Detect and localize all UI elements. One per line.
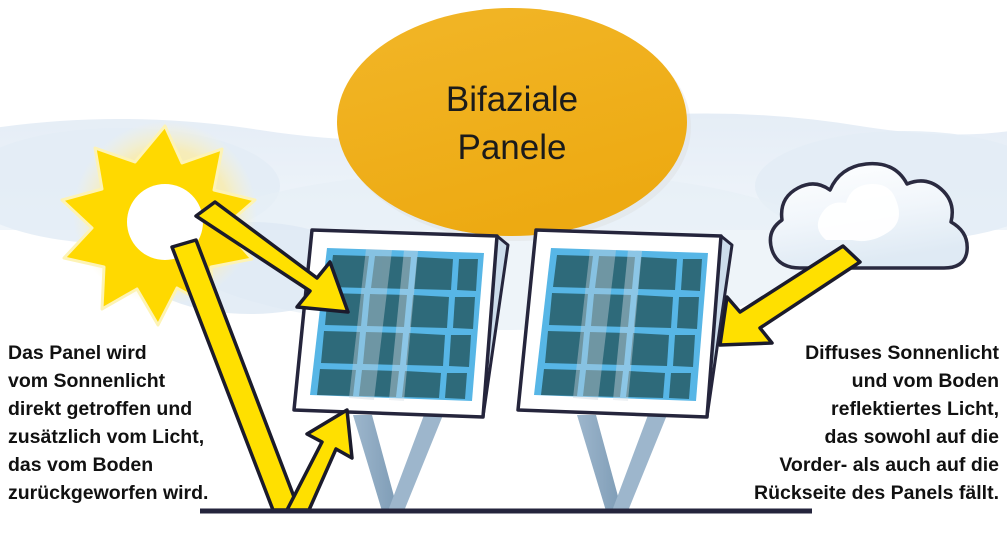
sun-core — [127, 184, 203, 260]
support-leg-left-b — [388, 415, 443, 511]
panel-supports — [353, 415, 667, 511]
support-leg-left-a — [353, 415, 398, 511]
solar-panel-right[interactable] — [516, 228, 734, 419]
arrow-cloud-to-panel — [718, 244, 862, 347]
right-caption-line-5: Vorder- als auch auf die — [779, 454, 999, 476]
right-caption-line-1: Diffuses Sonnenlicht — [805, 342, 999, 364]
panel-right-reflection — [573, 249, 642, 401]
arrow-sun-to-front — [194, 200, 350, 314]
arrow-ground-reflect-to-panel — [285, 408, 354, 512]
right-caption: Diffuses Sonnenlicht und vom Boden refle… — [754, 342, 999, 504]
right-caption-line-2: und vom Boden — [852, 370, 999, 392]
left-caption-line-3: direkt getroffen und — [8, 398, 192, 420]
right-caption-line-6: Rückseite des Panels fällt. — [754, 482, 999, 504]
title-line-2: Panele — [458, 128, 567, 167]
left-caption-line-6: zurückgeworfen wird. — [8, 482, 208, 504]
cloud-highlight — [817, 183, 899, 242]
left-caption-line-5: das vom Boden — [8, 454, 153, 476]
left-caption-line-1: Das Panel wird — [8, 342, 147, 364]
solar-panel-left[interactable] — [292, 228, 510, 419]
support-leg-right-a — [577, 415, 622, 511]
cloud-icon — [768, 161, 969, 270]
left-caption-line-4: zusätzlich vom Licht, — [8, 426, 204, 448]
left-caption: Das Panel wird vom Sonnenlicht direkt ge… — [8, 342, 208, 504]
right-caption-line-4: das sowohl auf die — [825, 426, 1000, 448]
support-leg-right-b — [612, 415, 667, 511]
panel-left-reflection — [349, 249, 418, 401]
panel-right-cells — [541, 255, 702, 399]
title-badge: Bifaziale Panele — [337, 8, 691, 241]
left-caption-line-2: vom Sonnenlicht — [8, 370, 166, 392]
right-caption-line-3: reflektiertes Licht, — [831, 398, 999, 420]
panel-left-cells — [317, 255, 478, 399]
title-badge-ellipse — [337, 8, 687, 236]
title-line-1: Bifaziale — [446, 80, 578, 119]
